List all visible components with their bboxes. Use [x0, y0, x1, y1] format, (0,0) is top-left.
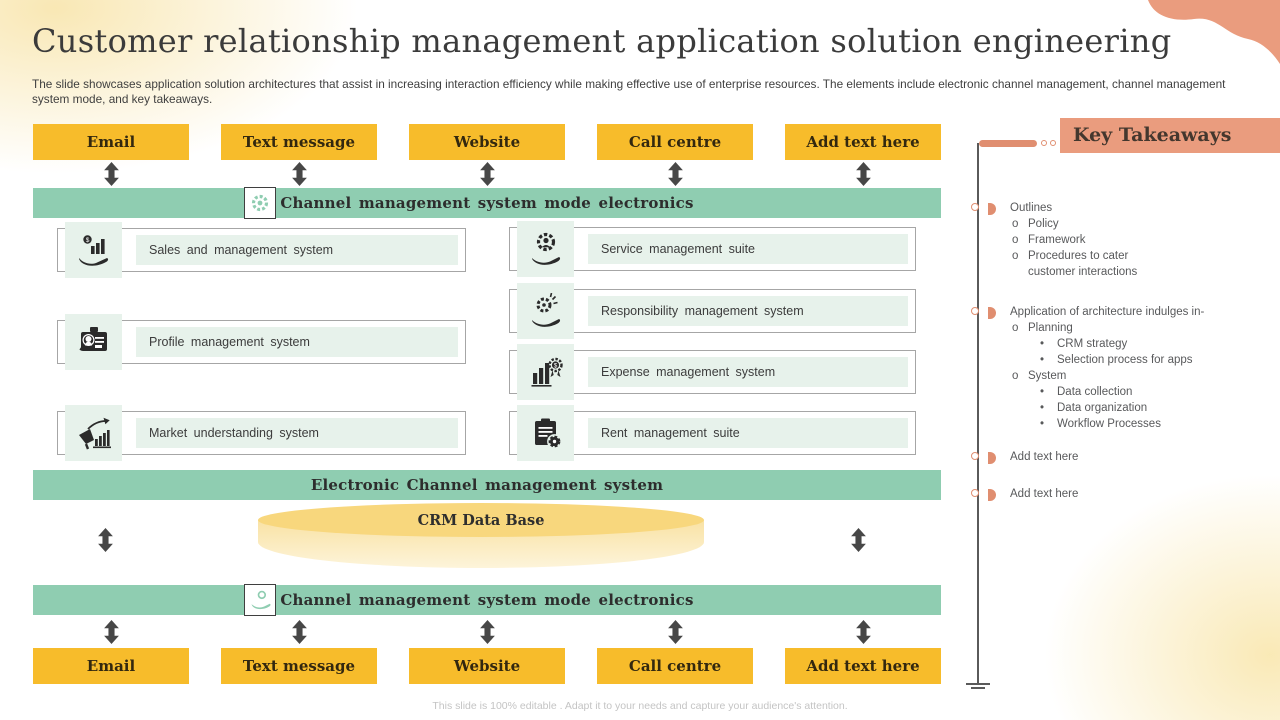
channel-button-text-message[interactable]: Text message	[210, 117, 388, 160]
double-arrow-icon	[291, 162, 307, 186]
takeaway-group-outlines: Outlines Policy Framework Procedures to …	[988, 200, 1268, 280]
system-item-label: Rent management suite	[588, 418, 908, 448]
bullet-node	[971, 307, 979, 315]
system-item-label: Service management suite	[588, 234, 908, 264]
clipboard-gear-icon	[517, 405, 574, 461]
channel-button-call-centre[interactable]: Call centre	[586, 641, 764, 684]
takeaway-sub: Selection process for apps	[1057, 354, 1193, 366]
takeaway-sub: Workflow Processes	[1057, 418, 1161, 430]
takeaway-sub: Planning	[1028, 322, 1073, 334]
channel-button-email[interactable]: Email	[22, 641, 200, 684]
channel-button-text-message[interactable]: Text message	[210, 641, 388, 684]
banner-electronic-channel: Electronic Channel management system	[33, 470, 941, 500]
system-item-label: Expense management system	[588, 357, 908, 387]
system-item-label: Responsibility management system	[588, 296, 908, 326]
banner-label: Channel management system mode electroni…	[280, 591, 694, 609]
takeaway-sub: CRM strategy	[1057, 338, 1128, 350]
bullet-marker-icon	[988, 451, 996, 464]
hand-sales-chart-icon: $	[65, 222, 122, 278]
bullet-node	[971, 452, 979, 460]
top-channel-row: Email Text message Website Call centre A…	[22, 117, 952, 160]
svg-text:$: $	[85, 237, 89, 244]
double-arrow-icon	[479, 620, 495, 644]
takeaways-timeline	[977, 143, 979, 683]
bottom-arrow-row	[33, 620, 941, 644]
takeaway-sub: Policy	[1028, 218, 1059, 230]
channel-button-website[interactable]: Website	[398, 117, 576, 160]
hand-coin-icon	[244, 584, 276, 616]
double-arrow-icon	[98, 528, 113, 557]
double-arrow-icon	[667, 620, 683, 644]
double-arrow-icon	[103, 162, 119, 186]
timeline-end-mark	[971, 687, 985, 689]
takeaway-group-application: Application of architecture indulges in-…	[988, 304, 1268, 432]
system-item-sales: $ Sales and management system	[57, 222, 466, 278]
banner-channel-management-top: Channel management system mode electroni…	[33, 187, 941, 219]
system-item-expense: $ Expense management system	[509, 344, 916, 400]
expense-chart-badge-icon: $	[517, 344, 574, 400]
channel-button-add-text[interactable]: Add text here	[774, 641, 952, 684]
megaphone-growth-icon	[65, 405, 122, 461]
page-title: Customer relationship management applica…	[32, 22, 1172, 60]
system-item-label: Market understanding system	[136, 418, 458, 448]
takeaways-header-bar	[979, 140, 1037, 147]
channel-button-email[interactable]: Email	[22, 117, 200, 160]
bullet-marker-icon	[988, 202, 996, 215]
system-item-label: Sales and management system	[136, 235, 458, 265]
takeaway-sub: Framework	[1028, 234, 1086, 246]
bullet-marker-icon	[988, 306, 996, 319]
bullet-node	[971, 489, 979, 497]
takeaway-label[interactable]: Add text here	[1010, 488, 1079, 500]
gear-icon	[244, 187, 276, 219]
crm-database-cylinder-top	[258, 503, 704, 537]
bottom-channel-row: Email Text message Website Call centre A…	[22, 641, 952, 684]
footer-note: This slide is 100% editable . Adapt it t…	[432, 700, 848, 712]
system-item-profile: Profile management system	[57, 314, 466, 370]
double-arrow-icon	[291, 620, 307, 644]
takeaway-sub: System	[1028, 370, 1067, 382]
bullet-marker-icon	[988, 488, 996, 501]
double-arrow-icon	[103, 620, 119, 644]
top-arrow-row	[33, 162, 941, 186]
takeaway-label: Application of architecture indulges in-	[1010, 306, 1205, 318]
channel-button-call-centre[interactable]: Call centre	[586, 117, 764, 160]
channel-button-website[interactable]: Website	[398, 641, 576, 684]
subtitle-text: The slide showcases application solution…	[32, 77, 1226, 106]
system-item-rent: Rent management suite	[509, 405, 916, 461]
corner-blob-decoration	[1148, 0, 1280, 64]
header-dot	[1041, 140, 1047, 146]
key-takeaways-heading: Key Takeaways	[1060, 118, 1280, 153]
id-card-icon	[65, 314, 122, 370]
service-person-gear-icon	[517, 221, 574, 277]
banner-label: Electronic Channel management system	[310, 476, 664, 494]
double-arrow-icon	[855, 162, 871, 186]
hand-gears-icon	[517, 283, 574, 339]
banner-label: Channel management system mode electroni…	[280, 194, 694, 212]
takeaway-label: Outlines	[1010, 202, 1053, 214]
system-item-label: Profile management system	[136, 327, 458, 357]
double-arrow-icon	[479, 162, 495, 186]
system-item-market: Market understanding system	[57, 405, 466, 461]
double-arrow-icon	[667, 162, 683, 186]
takeaway-sub: Data collection	[1057, 386, 1133, 398]
banner-channel-management-bottom: Channel management system mode electroni…	[33, 584, 941, 616]
timeline-end-mark	[966, 683, 990, 685]
system-item-service: Service management suite	[509, 221, 916, 277]
crm-database-label: CRM Data Base	[417, 512, 545, 529]
takeaway-sub: Procedures to cater customer interaction…	[1028, 250, 1138, 278]
takeaway-group-add-text-1: Add text here	[988, 449, 1268, 465]
bullet-node	[971, 203, 979, 211]
takeaway-sub: Data organization	[1057, 402, 1148, 414]
double-arrow-icon	[851, 528, 866, 557]
header-dot	[1050, 140, 1056, 146]
channel-button-add-text[interactable]: Add text here	[774, 117, 952, 160]
takeaway-label[interactable]: Add text here	[1010, 451, 1079, 463]
double-arrow-icon	[855, 620, 871, 644]
system-item-responsibility: Responsibility management system	[509, 283, 916, 339]
svg-text:$: $	[553, 363, 557, 369]
takeaway-group-add-text-2: Add text here	[988, 486, 1268, 502]
